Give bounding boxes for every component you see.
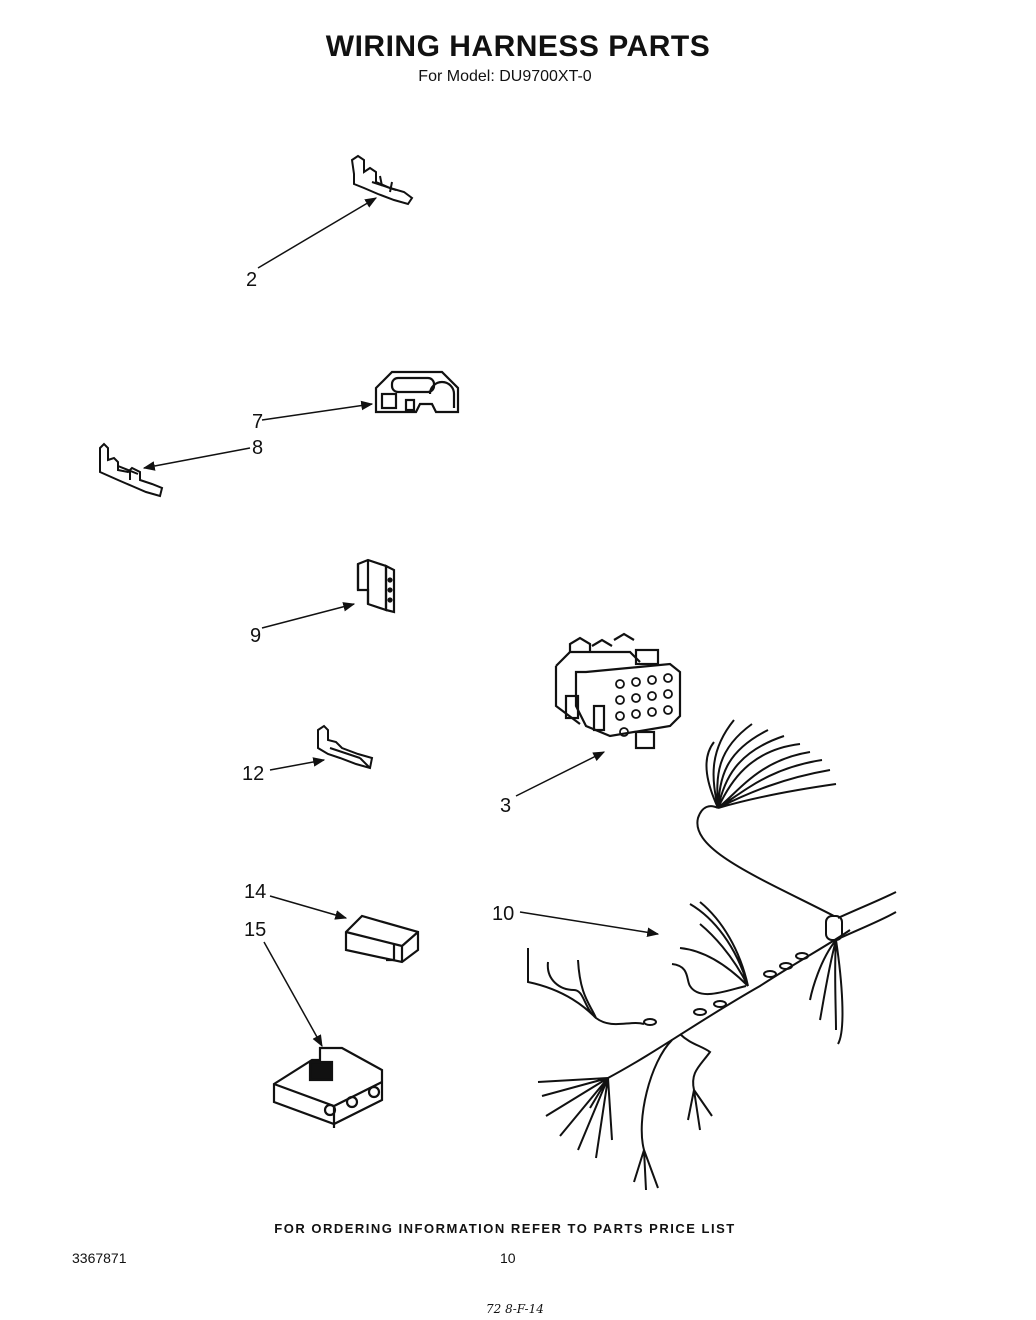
part-9-block-drawing	[356, 558, 396, 614]
page-title: WIRING HARNESS PARTS	[325, 30, 711, 63]
part-15-housing-drawing	[272, 1046, 384, 1128]
handwritten-note: 72 8-F-14	[486, 1302, 544, 1316]
page-number: 10	[500, 1250, 516, 1266]
part-14-housing-drawing	[344, 914, 420, 964]
callout-3: 3	[500, 795, 511, 817]
part-3-connector-drawing	[554, 632, 682, 750]
part-10-harness-drawing	[527, 719, 897, 1191]
callout-12: 12	[242, 763, 264, 785]
model-subtitle: For Model: DU9700XT-0	[418, 68, 592, 85]
callout-9: 9	[250, 625, 261, 647]
callout-10: 10	[492, 903, 514, 925]
part-12-terminal-drawing	[317, 724, 374, 770]
connector-3-pin-holes	[615, 673, 673, 737]
callout-8: 8	[252, 437, 263, 459]
document-number: 3367871	[72, 1250, 127, 1266]
callout-2: 2	[246, 269, 257, 291]
ordering-note: FOR ORDERING INFORMATION REFER TO PARTS …	[274, 1221, 736, 1236]
callout-14: 14	[244, 881, 266, 903]
callout-15: 15	[244, 919, 266, 941]
part-8-terminal-drawing	[99, 442, 164, 498]
callout-7: 7	[252, 411, 263, 433]
part-7-housing-drawing	[374, 370, 460, 414]
part-2-terminal-drawing	[350, 154, 414, 206]
